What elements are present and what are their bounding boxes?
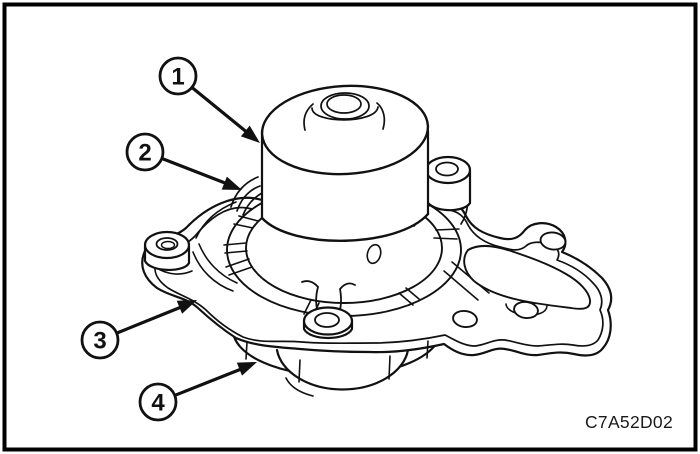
callout-2: 2	[125, 132, 242, 190]
callout-3: 3	[80, 300, 197, 360]
callouts: 1 2 3 4	[80, 56, 260, 422]
callout-2-arrowhead	[221, 176, 242, 190]
callout-1-arrowhead	[240, 125, 260, 143]
pump-flange	[141, 196, 613, 357]
callout-3-arrowhead	[176, 300, 197, 314]
hub-spindle	[303, 92, 386, 131]
water-pump-illustration	[141, 84, 613, 397]
callout-4-label: 4	[151, 390, 165, 417]
callout-4-arrowhead	[236, 362, 257, 376]
callout-3-circle	[80, 320, 120, 360]
mounting-boss-top-left	[143, 230, 191, 271]
callout-1-circle	[158, 56, 198, 96]
bolt-holes	[452, 231, 567, 329]
callout-4-arrow	[174, 368, 241, 397]
callout-4: 4	[138, 362, 257, 422]
callout-3-label: 3	[93, 328, 106, 355]
flange-cutout	[463, 244, 591, 310]
pulley-hub-cylinder	[260, 84, 430, 242]
figure-code-label: C7A52D02	[585, 412, 673, 432]
mounting-boss-bottom	[301, 280, 356, 340]
callout-2-label: 2	[138, 140, 151, 167]
callout-3-arrow	[116, 306, 181, 335]
callout-1: 1	[158, 56, 260, 143]
callout-1-arrow	[190, 86, 248, 133]
callout-2-circle	[125, 132, 165, 172]
callout-2-arrow	[161, 157, 226, 185]
lower-hub-facets	[245, 340, 429, 397]
seal-lip	[230, 176, 263, 216]
callout-1-label: 1	[171, 64, 184, 91]
callout-4-circle	[138, 382, 178, 422]
